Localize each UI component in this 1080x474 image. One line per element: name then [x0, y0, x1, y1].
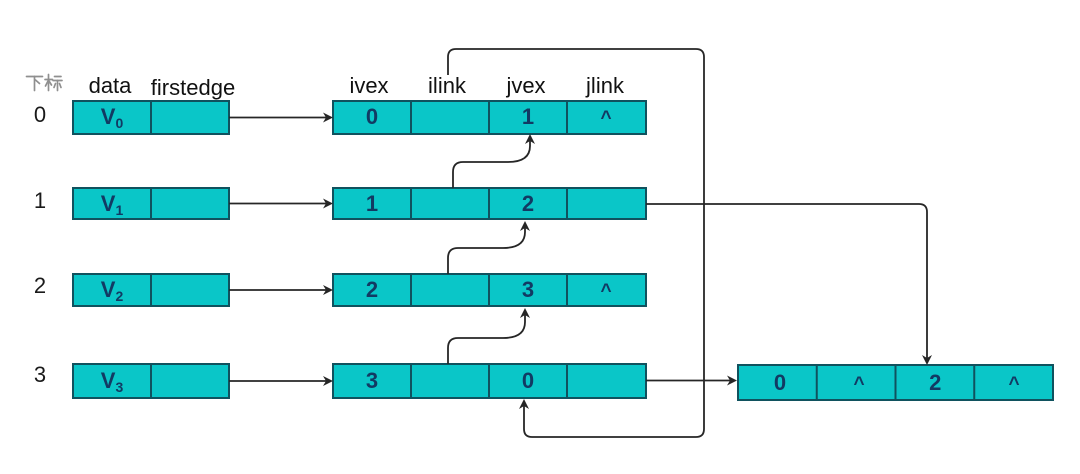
- svg-text:^: ^: [600, 281, 611, 302]
- svg-text:2: 2: [929, 370, 941, 395]
- svg-text:0: 0: [522, 368, 534, 393]
- svg-text:0: 0: [34, 102, 46, 127]
- svg-text:2: 2: [522, 191, 534, 216]
- svg-text:1: 1: [366, 191, 378, 216]
- svg-text:0: 0: [774, 370, 786, 395]
- svg-text:1: 1: [522, 104, 534, 129]
- svg-text:1: 1: [34, 188, 46, 213]
- svg-text:data: data: [89, 73, 133, 98]
- svg-text:jvex: jvex: [505, 73, 545, 98]
- svg-text:3: 3: [34, 362, 46, 387]
- svg-text:2: 2: [34, 273, 46, 298]
- svg-text:ilink: ilink: [428, 73, 467, 98]
- svg-text:0: 0: [366, 104, 378, 129]
- svg-text:^: ^: [853, 374, 864, 395]
- svg-text:2: 2: [366, 277, 378, 302]
- svg-text:firstedge: firstedge: [151, 75, 235, 100]
- svg-text:ivex: ivex: [349, 73, 388, 98]
- svg-text:^: ^: [1008, 374, 1019, 395]
- svg-text:3: 3: [366, 368, 378, 393]
- svg-text:jlink: jlink: [585, 73, 625, 98]
- svg-text:^: ^: [600, 108, 611, 129]
- svg-text:3: 3: [522, 277, 534, 302]
